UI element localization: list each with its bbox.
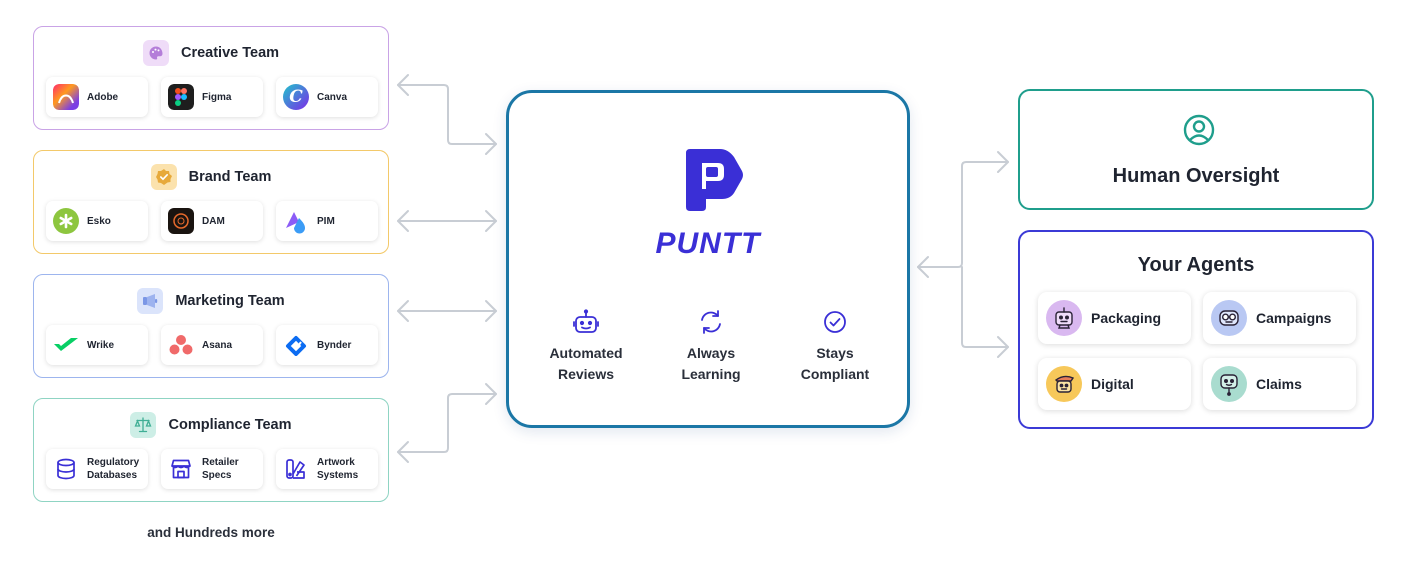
digital-robot-icon — [1046, 366, 1082, 402]
tool-card: Regulatory Databases — [46, 449, 148, 489]
team-header: Brand Team — [34, 163, 388, 191]
team-header: Creative Team — [34, 39, 388, 67]
agent-name: Digital — [1091, 376, 1134, 392]
swatch-icon — [283, 456, 309, 482]
tool-card: Bynder — [276, 325, 378, 365]
canva-logo: C — [283, 84, 309, 110]
robot-icon — [573, 309, 599, 333]
agent-card-digital: Digital — [1038, 358, 1191, 410]
team-title: Marketing Team — [175, 293, 285, 309]
team-header: Compliance Team — [34, 411, 388, 439]
tool-list: Wrike Asana Bynder — [46, 325, 378, 365]
database-icon — [53, 456, 79, 482]
badge-check-icon — [150, 164, 177, 190]
tool-card: Asana — [161, 325, 263, 365]
tool-name: Artwork Systems — [317, 457, 359, 481]
figma-logo — [168, 84, 194, 110]
claims-robot-icon — [1211, 366, 1247, 402]
tool-card: Figma — [161, 77, 263, 117]
puntt-wordmark: PUNTT — [655, 227, 761, 260]
team-title: Compliance Team — [168, 417, 292, 433]
connector-oversight — [917, 161, 1009, 268]
dam-logo — [168, 208, 194, 234]
team-header: Marketing Team — [34, 287, 388, 315]
megaphone-icon — [137, 288, 164, 314]
tool-name: Retailer Specs — [202, 457, 239, 481]
human-oversight-card: Human Oversight — [1018, 89, 1374, 210]
tool-card: Adobe — [46, 77, 148, 117]
feature-stays-compliant: Stays Compliant — [775, 309, 895, 385]
tool-list: Regulatory Databases Retailer Specs Artwor… — [46, 449, 378, 489]
tool-name: Figma — [202, 91, 232, 103]
tool-name: Regulatory Databases — [87, 457, 140, 481]
wrike-logo — [53, 332, 79, 358]
tool-card: DAM — [161, 201, 263, 241]
agent-name: Packaging — [1091, 310, 1162, 326]
hundreds-more-label: and Hundreds more — [147, 525, 275, 540]
campaigns-robot-icon — [1211, 300, 1247, 336]
esko-logo — [53, 208, 79, 234]
storefront-icon — [168, 456, 194, 482]
agent-name: Claims — [1256, 376, 1302, 392]
team-title: Brand Team — [188, 169, 272, 185]
tool-card: Retailer Specs — [161, 449, 263, 489]
refresh-icon — [701, 310, 721, 334]
tool-name: Wrike — [87, 339, 115, 351]
pim-logo — [283, 208, 309, 234]
tool-list: Adobe Figma C Canva — [46, 77, 378, 117]
bynder-logo — [283, 332, 309, 358]
agent-card-packaging: Packaging — [1038, 292, 1191, 344]
puntt-hub: PUNTT Automated Reviews Al — [506, 90, 910, 428]
tool-name: Adobe — [87, 91, 119, 103]
tool-card: Esko — [46, 201, 148, 241]
tool-name: Canva — [317, 91, 348, 103]
check-circle-icon — [824, 311, 846, 333]
agent-name: Campaigns — [1256, 310, 1332, 326]
tool-name: Asana — [202, 339, 233, 351]
your-agents-title: Your Agents — [1137, 254, 1255, 276]
tool-name: Bynder — [317, 339, 352, 351]
tool-name: PIM — [317, 215, 335, 227]
asana-logo — [168, 332, 194, 358]
connector-creative — [397, 84, 497, 145]
agent-card-campaigns: Campaigns — [1203, 292, 1356, 344]
tool-card: Wrike — [46, 325, 148, 365]
tool-list: Esko DAM PIM — [46, 201, 378, 241]
tool-card: Artwork Systems — [276, 449, 378, 489]
feature-automated-reviews: Automated Reviews — [526, 309, 646, 385]
connector-compliance — [397, 393, 497, 453]
tool-name: DAM — [202, 215, 225, 227]
palette-icon — [142, 40, 169, 66]
tool-card: PIM — [276, 201, 378, 241]
connector-agents — [961, 266, 1009, 348]
team-title: Creative Team — [180, 45, 280, 61]
human-oversight-title: Human Oversight — [1112, 165, 1280, 187]
puntt-logo-mark — [686, 149, 743, 211]
adobe-logo — [53, 84, 79, 110]
agent-card-claims: Claims — [1203, 358, 1356, 410]
tool-name: Esko — [87, 215, 111, 227]
feature-always-learning: Always Learning — [651, 309, 771, 385]
packaging-robot-icon — [1046, 300, 1082, 336]
scale-icon — [130, 412, 157, 438]
user-circle-icon — [1183, 114, 1215, 146]
tool-card: C Canva — [276, 77, 378, 117]
